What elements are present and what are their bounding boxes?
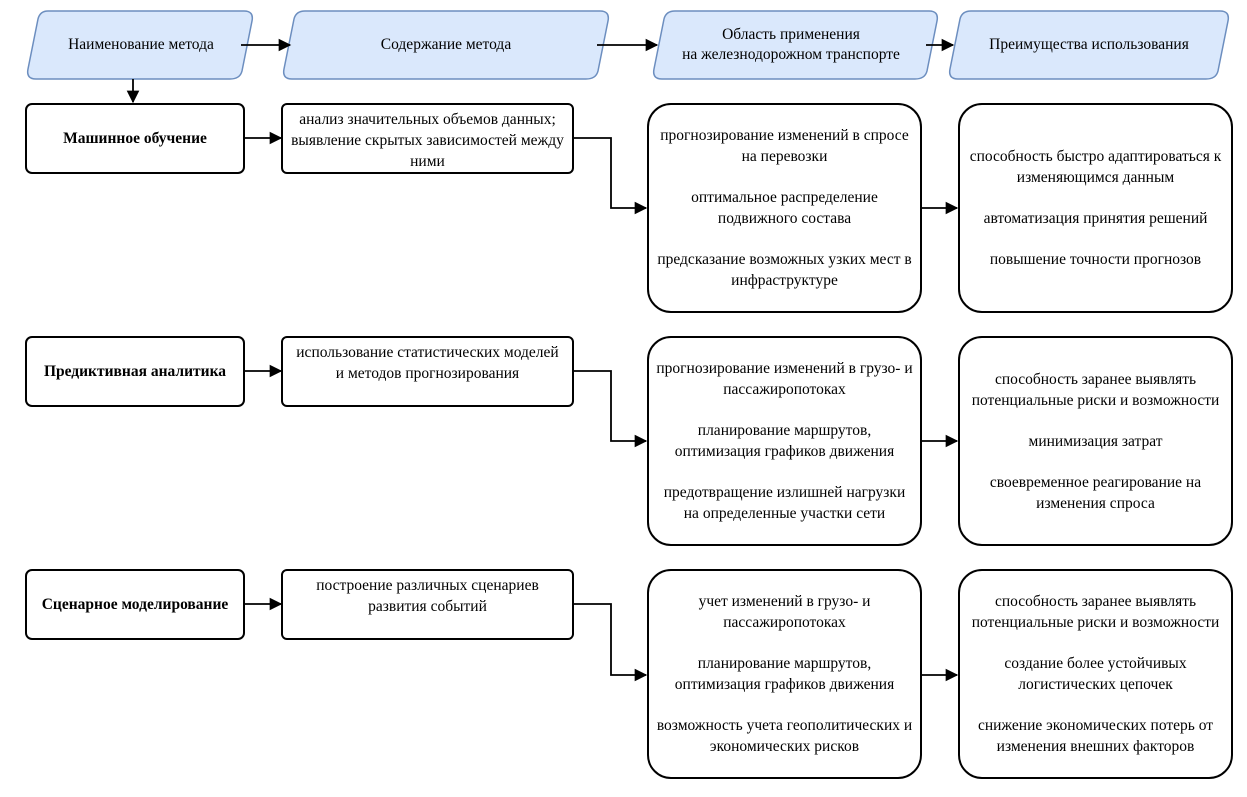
header-content: Содержание метода [380, 36, 512, 53]
advantage-item: способность заранее выявлять потенциальн… [971, 593, 1220, 631]
application-item: планирование маршрутов, оптимизация граф… [674, 655, 895, 693]
advantage-item: автоматизация принятия решений [983, 210, 1208, 227]
content-box-scenario-modeling: построение различных сценариев развития … [281, 569, 574, 640]
advantage-item: снижение экономических потерь от изменен… [977, 717, 1214, 755]
arrow-row2-content-application [573, 370, 648, 448]
application-item: прогнозирование изменений в грузо- и пас… [656, 360, 913, 398]
content-box-predictive-analytics: использование статистических моделей и м… [281, 336, 574, 407]
advantage-item: своевременное реагирование на изменения … [989, 473, 1202, 512]
header-shape-method [26, 10, 254, 80]
header-shape-advantages [948, 10, 1230, 80]
application-box-machine-learning: прогнозирование изменений в спросе на пе… [647, 103, 922, 313]
header-shape-content [282, 10, 610, 80]
method-box-machine-learning: Машинное обучение [25, 103, 245, 174]
method-box-scenario-modeling: Сценарное моделирование [25, 569, 245, 640]
arrow-row1-content-application [573, 137, 648, 215]
application-box-scenario-modeling: учет изменений в грузо- и пассажиропоток… [647, 569, 922, 779]
advantage-item: способность быстро адаптироваться к изме… [969, 148, 1222, 186]
advantages-box-machine-learning: способность быстро адаптироваться к изме… [958, 103, 1233, 313]
advantage-item: создание более устойчивых логистических … [1004, 655, 1187, 693]
header-method: Наименование метода [68, 36, 214, 53]
application-item: прогнозирование изменений в спросе на пе… [660, 127, 909, 165]
header-shape-application [652, 10, 939, 80]
application-item: планирование маршрутов, оптимизация граф… [674, 422, 895, 460]
application-item: предсказание возможных узких мест в инфр… [657, 251, 912, 289]
application-box-predictive-analytics: прогнозирование изменений в грузо- и пас… [647, 336, 922, 546]
application-item: оптимальное распределение подвижного сос… [691, 189, 878, 227]
advantage-item: способность заранее выявлять потенциальн… [971, 370, 1220, 409]
advantage-item: повышение точности прогнозов [989, 251, 1202, 268]
header-advantages: Преимущества использования [989, 36, 1189, 53]
content-box-machine-learning: анализ значительных объемов данных; выяв… [281, 103, 574, 174]
application-item: учет изменений в грузо- и пассажиропоток… [698, 593, 871, 631]
arrow-row3-content-application [573, 603, 648, 682]
application-item: предотвращение излишней нагрузки на опре… [663, 484, 906, 522]
advantage-item: минимизация затрат [1028, 432, 1163, 450]
advantages-box-scenario-modeling: способность заранее выявлять потенциальн… [958, 569, 1233, 779]
advantages-box-predictive-analytics: способность заранее выявлять потенциальн… [958, 336, 1233, 546]
application-item: возможность учета геополитических и экон… [656, 717, 913, 755]
method-box-predictive-analytics: Предиктивная аналитика [25, 336, 245, 407]
